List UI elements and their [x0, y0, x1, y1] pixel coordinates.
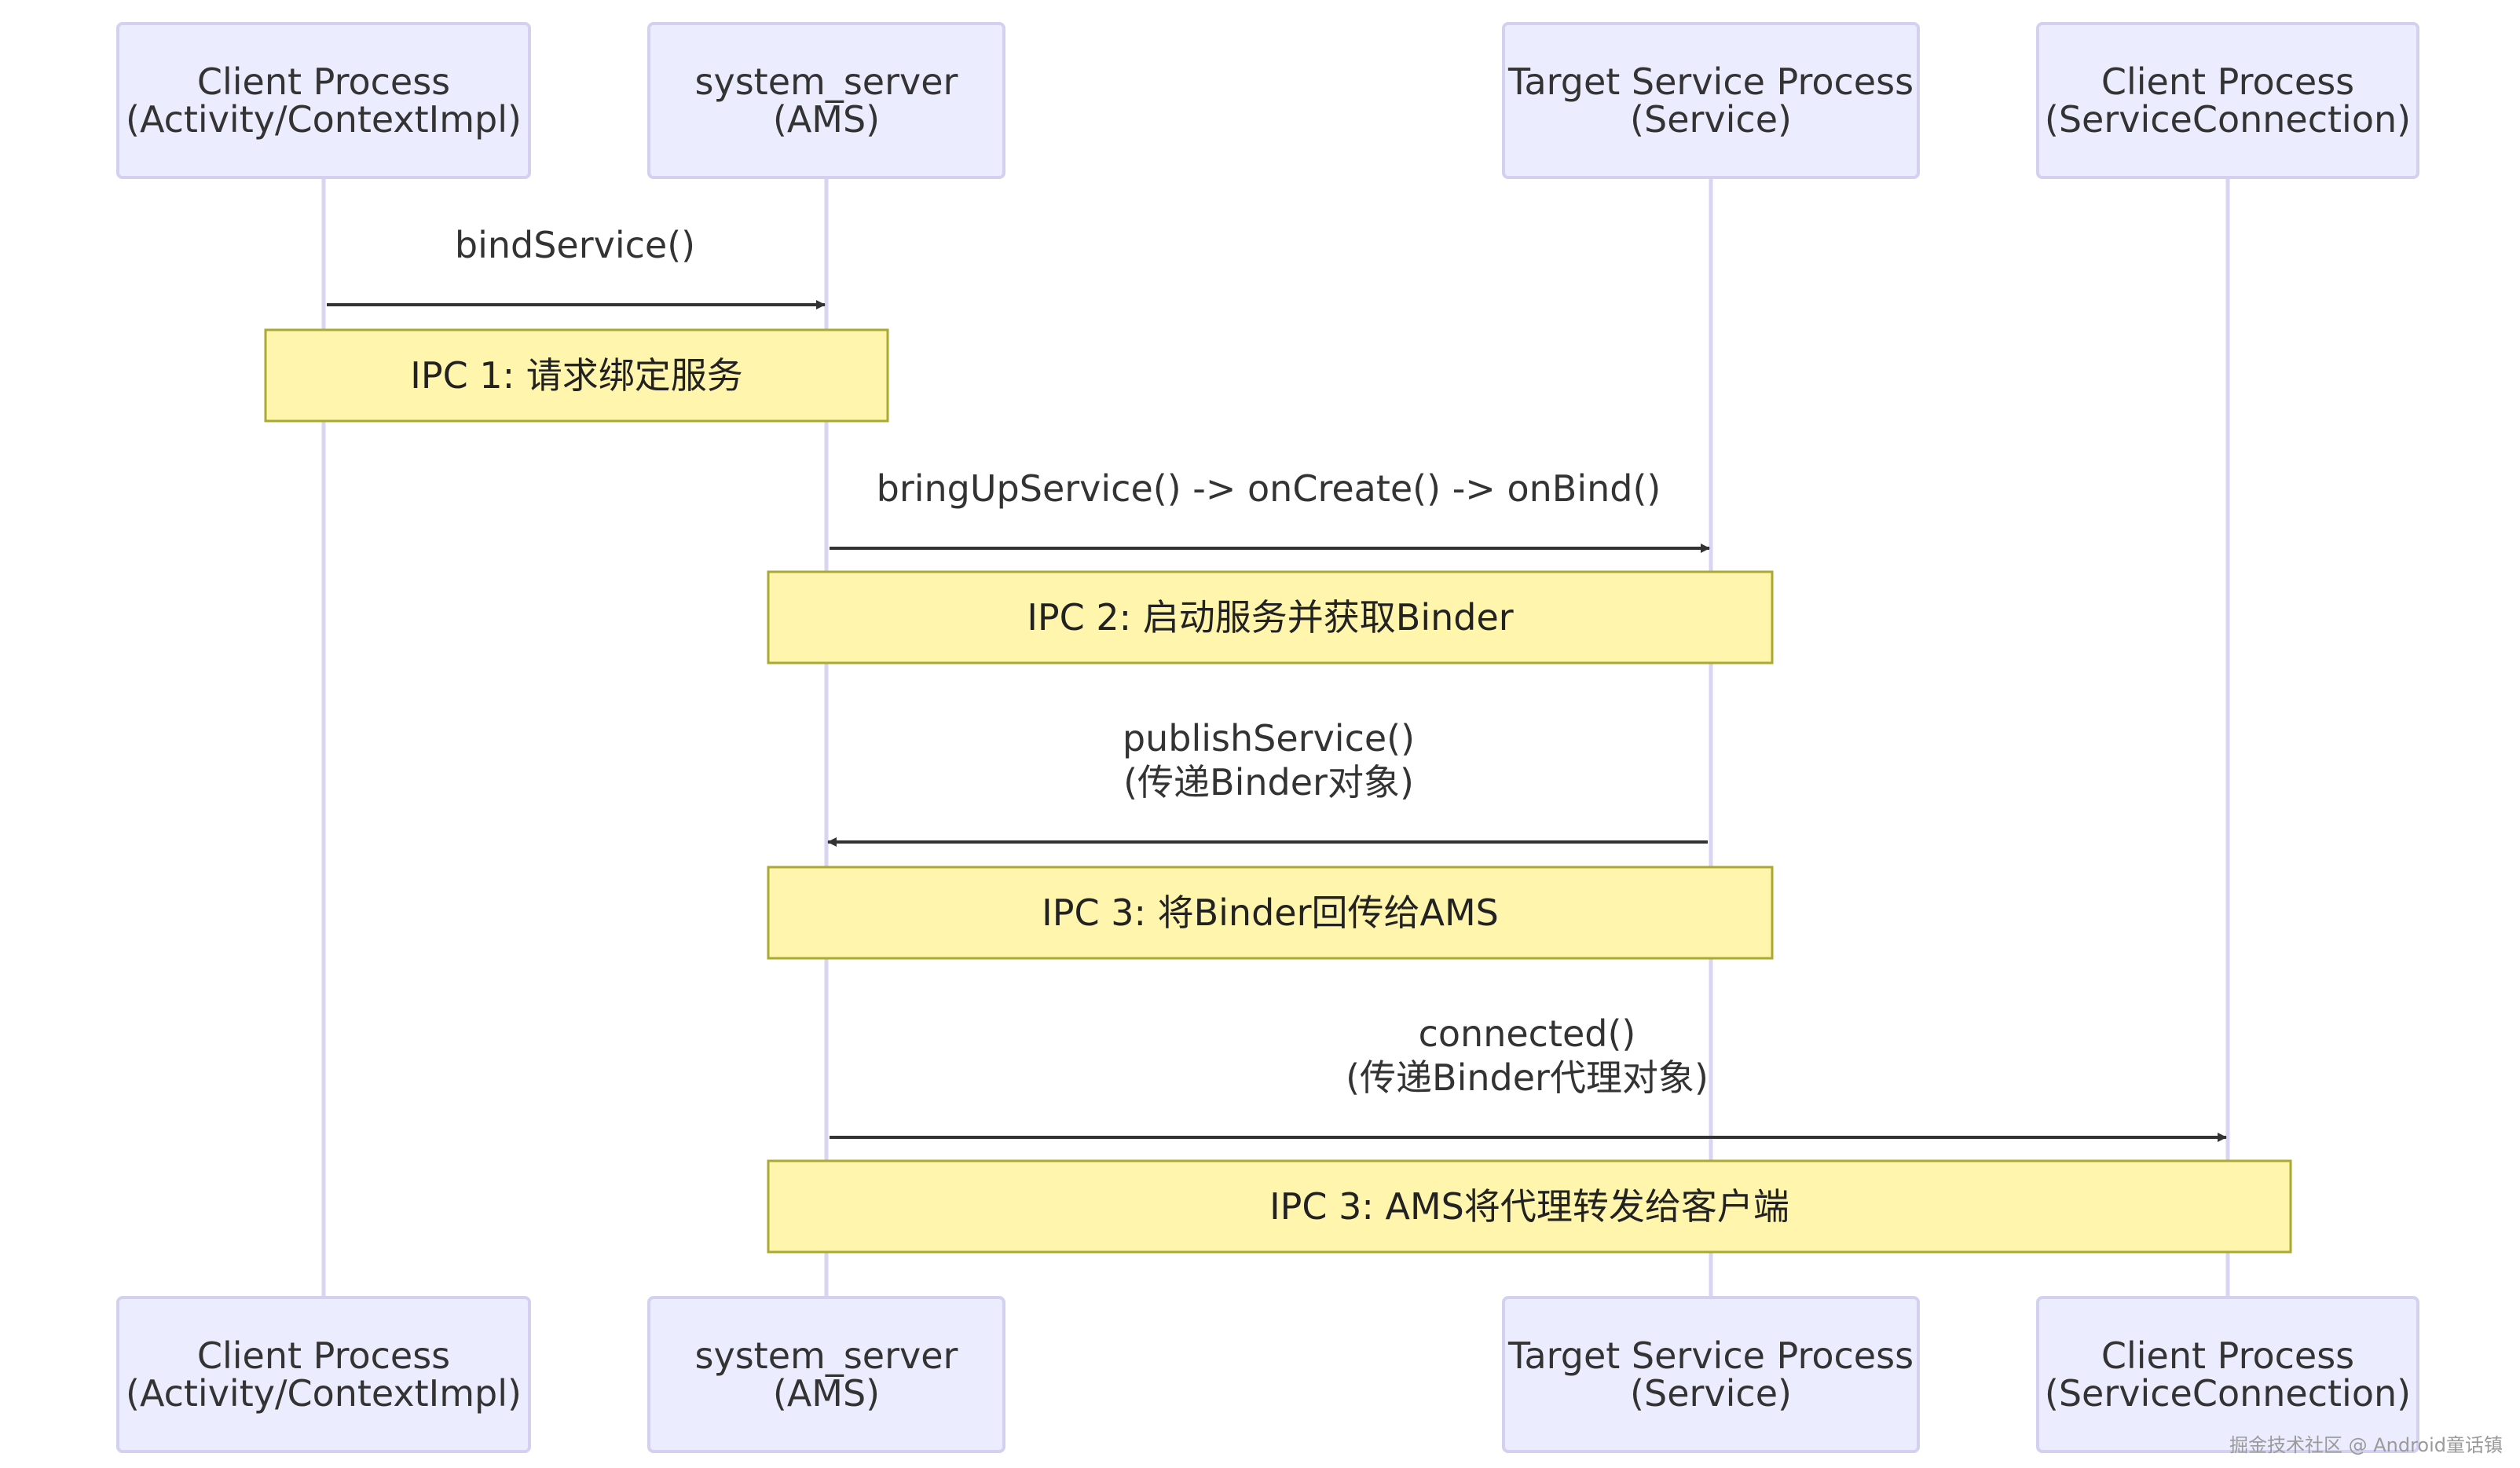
message-label: (传递Binder代理对象): [1346, 1056, 1709, 1099]
participant-name: Client Process: [197, 1334, 450, 1377]
participants: Client Process(Activity/ContextImpl)syst…: [116, 22, 2419, 1453]
note-2: IPC 2: 启动服务并获取Binder: [767, 570, 1774, 664]
participant-subtitle: (Service): [1630, 98, 1792, 141]
participant-subtitle: (Service): [1630, 1372, 1792, 1415]
message-2: bringUpService() -> onCreate() -> onBind…: [830, 467, 1710, 553]
note-3: IPC 3: 将Binder回传给AMS: [767, 866, 1774, 960]
message-label: bindService(): [455, 224, 695, 266]
participant-client2-top: Client Process(ServiceConnection): [2036, 22, 2419, 179]
message-label: connected(): [1419, 1012, 1636, 1055]
participant-subtitle: (AMS): [773, 98, 880, 141]
participant-client-bottom: Client Process(Activity/ContextImpl): [116, 1296, 531, 1453]
participant-client-top: Client Process(Activity/ContextImpl): [116, 22, 531, 179]
note-box: [767, 1159, 2292, 1254]
message-label: (传递Binder对象): [1123, 761, 1414, 804]
participant-ams-top: system_server(AMS): [647, 22, 1005, 179]
note-1: IPC 1: 请求绑定服务: [264, 328, 889, 423]
message-4: connected()(传递Binder代理对象): [830, 1012, 2227, 1142]
participant-box: [116, 1296, 531, 1453]
messages: bindService() bringUpService() -> onCreat…: [327, 224, 2227, 1142]
participant-subtitle: (AMS): [773, 1372, 880, 1415]
message-label: bringUpService() -> onCreate() -> onBind…: [877, 467, 1661, 510]
participant-subtitle: (Activity/ContextImpl): [126, 98, 522, 141]
participant-box: [2036, 22, 2419, 179]
message-3: publishService()(传递Binder对象): [827, 717, 1708, 847]
note-box: [767, 866, 1774, 960]
participant-name: Target Service Process: [1507, 1334, 1914, 1377]
participant-name: Client Process: [2101, 60, 2354, 103]
participant-box: [647, 1296, 1005, 1453]
message-label: publishService(): [1123, 717, 1415, 760]
participant-box: [1502, 1296, 1920, 1453]
participant-box: [2036, 1296, 2419, 1453]
participant-name: system_server: [695, 1334, 958, 1377]
participant-target-top: Target Service Process(Service): [1502, 22, 1920, 179]
participant-name: Client Process: [2101, 1334, 2354, 1377]
participant-subtitle: (ServiceConnection): [2045, 98, 2411, 141]
participant-ams-bottom: system_server(AMS): [647, 1296, 1005, 1453]
note-box: [264, 328, 889, 423]
message-1: bindService(): [327, 224, 826, 309]
participant-box: [1502, 22, 1920, 179]
participant-subtitle: (ServiceConnection): [2045, 1372, 2411, 1415]
watermark: 掘金技术社区 @ Android童话镇: [2229, 1434, 2503, 1456]
note-text: IPC 2: 启动服务并获取Binder: [1027, 596, 1513, 639]
participant-name: Target Service Process: [1507, 60, 1914, 103]
participant-box: [116, 22, 531, 179]
participant-name: Client Process: [197, 60, 450, 103]
participant-client2-bottom: Client Process(ServiceConnection): [2036, 1296, 2419, 1453]
note-box: [767, 570, 1774, 664]
participant-name: system_server: [695, 60, 958, 103]
note-text: IPC 1: 请求绑定服务: [410, 354, 742, 397]
participant-target-bottom: Target Service Process(Service): [1502, 1296, 1920, 1453]
participant-box: [647, 22, 1005, 179]
participant-subtitle: (Activity/ContextImpl): [126, 1372, 522, 1415]
note-4: IPC 3: AMS将代理转发给客户端: [767, 1159, 2292, 1254]
note-text: IPC 3: AMS将代理转发给客户端: [1269, 1185, 1789, 1228]
note-text: IPC 3: 将Binder回传给AMS: [1042, 891, 1499, 934]
